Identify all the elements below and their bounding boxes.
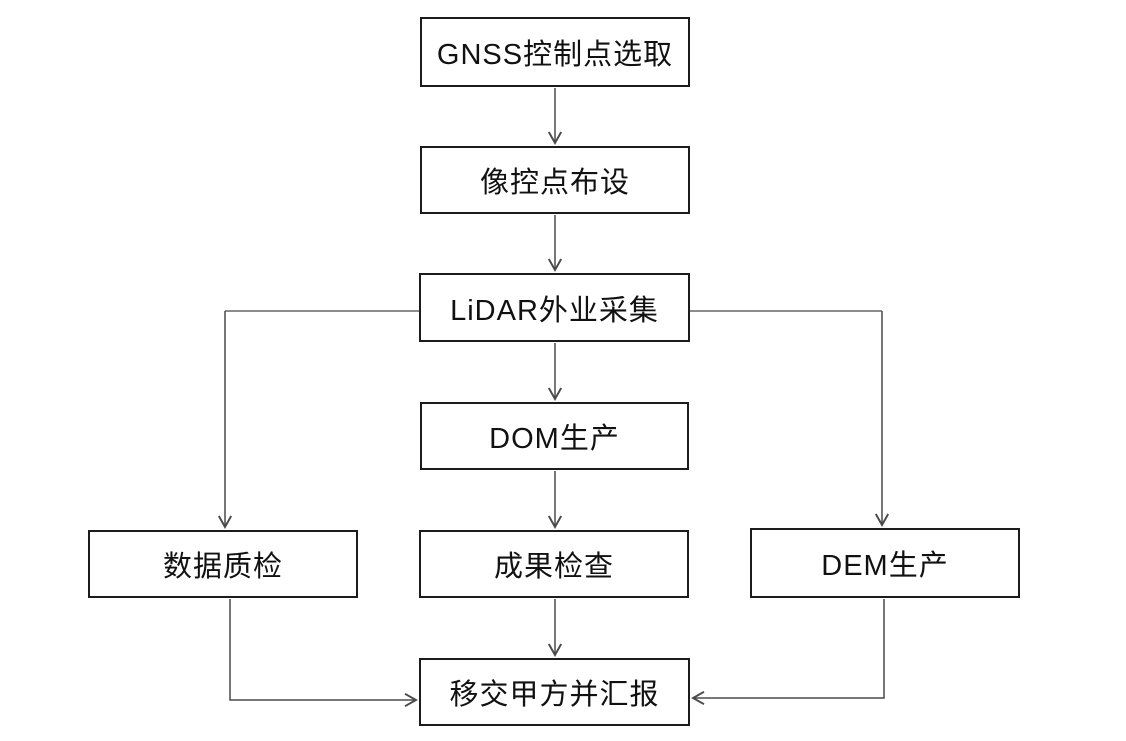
node-lidar-field-collection: LiDAR外业采集 xyxy=(419,273,690,342)
node-label: GNSS控制点选取 xyxy=(436,39,674,71)
edge-dem-to-handover xyxy=(691,599,885,706)
node-label: 移交甲方并汇报 xyxy=(449,679,660,711)
node-dom-production: DOM生产 xyxy=(420,402,689,470)
node-result-inspection: 成果检查 xyxy=(419,530,689,598)
node-image-control-point-layout: 像控点布设 xyxy=(420,146,690,214)
node-label: DOM生产 xyxy=(489,423,620,455)
node-label: 数据质检 xyxy=(162,551,283,583)
edge-dataqc-to-handover xyxy=(229,599,418,708)
node-label: 成果检查 xyxy=(493,551,614,583)
node-dem-production: DEM生产 xyxy=(750,528,1020,598)
node-label: LiDAR外业采集 xyxy=(450,294,659,327)
node-handover-and-report: 移交甲方并汇报 xyxy=(419,658,690,726)
node-label: 像控点布设 xyxy=(479,167,630,199)
node-data-quality-check: 数据质检 xyxy=(88,530,358,598)
node-label: DEM生产 xyxy=(821,550,949,582)
node-gnss-control-point-selection: GNSS控制点选取 xyxy=(420,17,690,87)
